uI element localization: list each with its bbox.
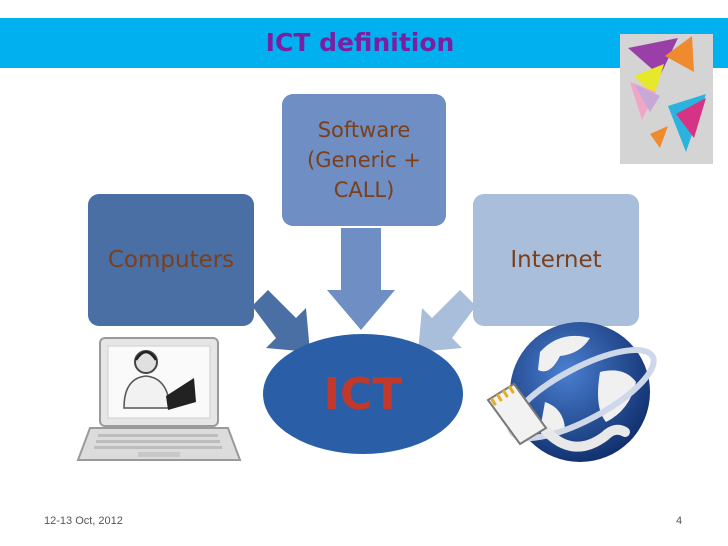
arrow-software-to-ict	[327, 228, 395, 330]
arrow-computers-to-ict	[252, 290, 310, 352]
slide-title: ICT definition	[265, 28, 455, 57]
node-computers: Computers	[88, 194, 254, 326]
decorative-shapes-logo	[620, 34, 713, 164]
node-ict: ICT	[263, 334, 463, 454]
node-software-line3: CALL)	[333, 178, 395, 202]
arrow-internet-to-ict	[418, 290, 476, 352]
title-band	[0, 18, 728, 68]
node-internet-label: Internet	[510, 247, 602, 273]
node-software: Software (Generic + CALL)	[282, 94, 446, 226]
node-computers-label: Computers	[107, 247, 235, 273]
node-internet: Internet	[473, 194, 639, 326]
node-software-line2: (Generic +	[307, 148, 421, 172]
page-number: 4	[676, 515, 683, 527]
footer-date: 12-13 Oct, 2012	[44, 515, 123, 527]
node-ict-label: ICT	[323, 368, 403, 420]
node-software-line1: Software	[317, 118, 411, 142]
